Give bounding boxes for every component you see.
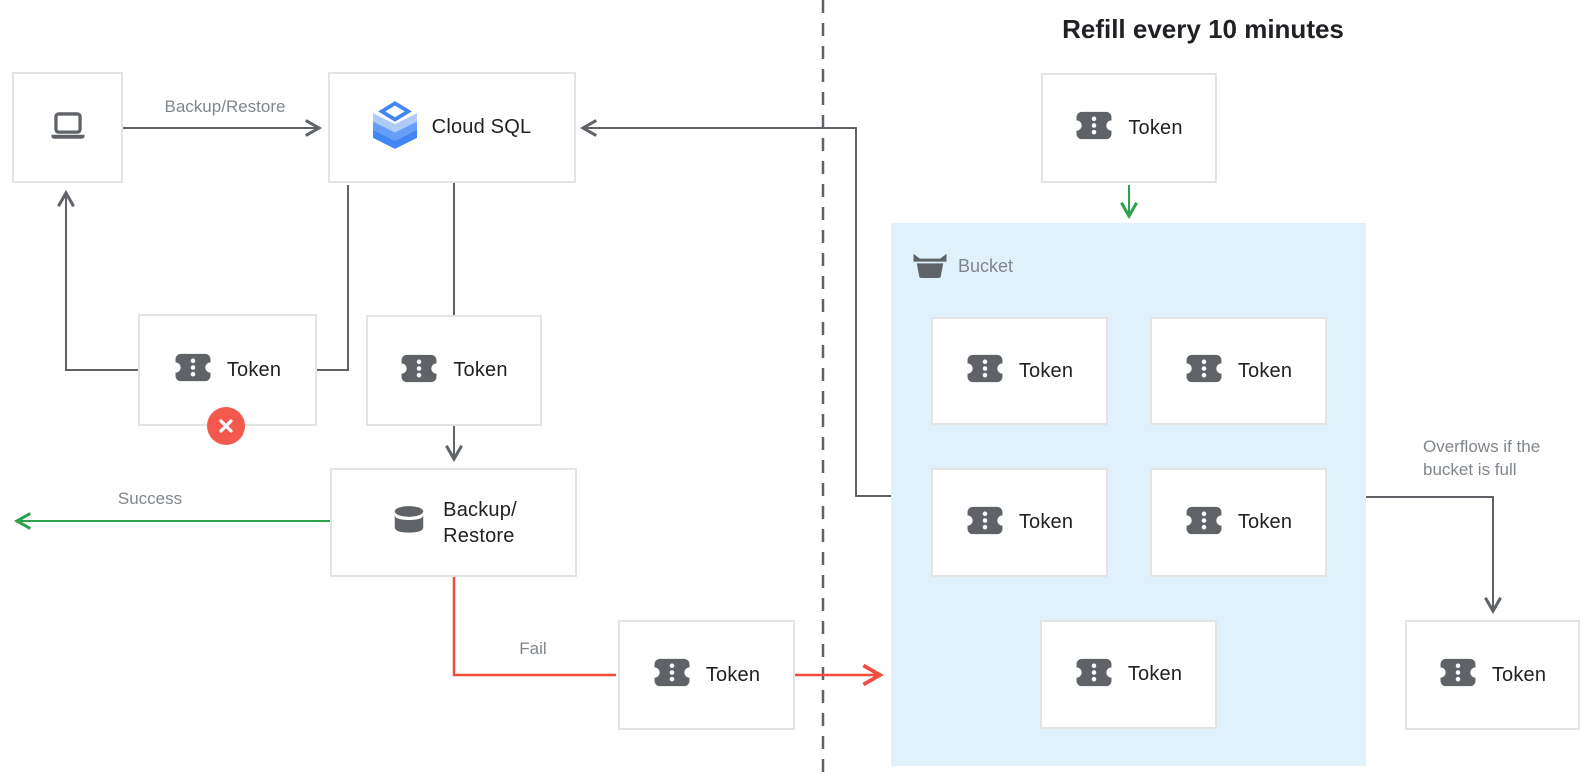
edge-token-denied-to-laptop — [57, 189, 138, 371]
backup-restore-label-line2: Restore — [443, 524, 515, 547]
edge-label-backup-restore: Backup/Restore — [164, 97, 286, 116]
token-label: Token — [705, 663, 761, 686]
token-icon — [1181, 353, 1227, 389]
cloud-sql-label: Cloud SQL — [431, 116, 532, 138]
cloud-sql-node: Cloud SQL — [328, 72, 576, 183]
token-icon — [962, 505, 1008, 541]
token-icon — [1435, 657, 1481, 693]
token-icon — [962, 353, 1008, 389]
token-icon — [396, 353, 442, 389]
bucket-icon — [912, 249, 948, 284]
edge-token-denied-to-cloudsql — [317, 185, 349, 371]
token-icon — [170, 352, 216, 388]
edge-fail-to-token — [452, 577, 616, 677]
token-acquired-node: Token — [366, 315, 542, 426]
edge-bucket-overflow — [1366, 496, 1502, 615]
diagram-title: Refill every 10 minutes — [1062, 14, 1344, 44]
cloud-sql-icon — [372, 101, 417, 154]
token-overflow-node: Token — [1405, 620, 1580, 730]
bucket-token-node: Token — [1150, 468, 1327, 577]
edge-bucket-to-cloudsql — [579, 119, 891, 497]
token-icon — [1071, 110, 1117, 146]
overflow-label-line2: bucket is full — [1423, 460, 1517, 479]
token-refill-node: Token — [1041, 73, 1217, 183]
overflow-label-line1: Overflows if the — [1423, 437, 1541, 456]
token-icon — [1181, 505, 1227, 541]
bucket-token-node: Token — [931, 468, 1108, 577]
edge-label-success: Success — [117, 489, 183, 508]
token-label: Token — [453, 359, 508, 381]
token-label: Token — [226, 358, 282, 381]
laptop-icon — [48, 109, 88, 147]
client-node — [12, 72, 123, 183]
edge-label-fail: Fail — [519, 639, 547, 658]
token-label: Token — [1018, 359, 1074, 382]
bucket-token-node: Token — [1040, 620, 1217, 729]
token-label: Token — [1128, 116, 1183, 139]
bucket-label-text: Bucket — [958, 256, 1014, 276]
error-icon — [207, 407, 245, 445]
token-label: Token — [1018, 511, 1074, 533]
database-icon — [390, 504, 428, 541]
token-label: Token — [1491, 663, 1547, 686]
bucket-token-node: Token — [931, 317, 1108, 425]
token-icon — [1071, 657, 1117, 693]
token-fail-node: Token — [618, 620, 795, 730]
backup-restore-node: Backup/ Restore — [330, 468, 577, 577]
edge-label-overflow: Overflows if the bucket is full — [1423, 435, 1582, 481]
token-icon — [649, 657, 695, 693]
backup-restore-label-line1: Backup/ — [443, 498, 517, 521]
token-label: Token — [1127, 663, 1183, 685]
backup-restore-label: Backup/ Restore — [443, 497, 517, 549]
token-label: Token — [1237, 359, 1293, 382]
bucket-token-node: Token — [1150, 317, 1327, 425]
token-label: Token — [1237, 511, 1293, 533]
